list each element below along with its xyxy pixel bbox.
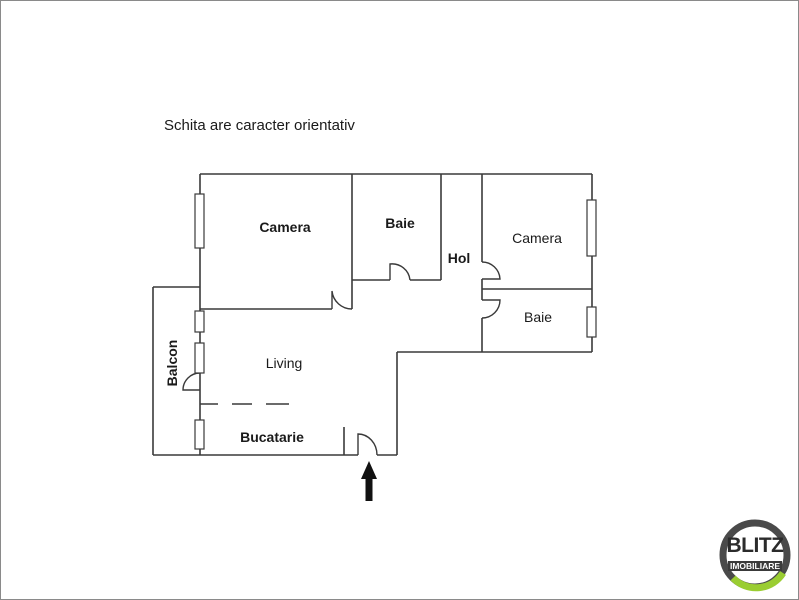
room-label-living: Living <box>266 355 303 371</box>
arrow-up-icon <box>361 461 377 501</box>
logo-accent-arc <box>730 570 786 592</box>
window-living-1 <box>194 310 205 333</box>
window-living-2 <box>194 342 205 374</box>
window-baie-2 <box>586 306 597 338</box>
door-camera-1 <box>331 290 353 310</box>
room-label-hol: Hol <box>448 250 471 266</box>
room-label-baie-1: Baie <box>385 215 415 231</box>
room-label-balcon: Balcon <box>164 340 180 387</box>
window-camera-2 <box>586 199 597 257</box>
window-camera-1 <box>194 193 205 249</box>
window-bucatarie <box>194 419 205 450</box>
room-label-camera-1: Camera <box>259 219 311 235</box>
room-label-baie-2: Baie <box>524 309 552 325</box>
door-balcon <box>182 372 201 391</box>
room-label-bucatarie: Bucatarie <box>240 429 304 445</box>
windows <box>194 193 597 450</box>
door-baie-1 <box>389 263 411 281</box>
plan-caption: Schita are caracter orientativ <box>164 117 355 134</box>
logo-brand: BLITZ <box>726 534 784 557</box>
doors <box>182 261 501 456</box>
brand-logo <box>719 519 791 592</box>
room-label-camera-2: Camera <box>512 230 562 246</box>
brand-logo-text: BLITZ IMOBILIARE <box>719 534 791 574</box>
door-entrance <box>357 433 378 456</box>
door-camera-2 <box>481 261 501 280</box>
logo-subtitle: IMOBILIARE <box>727 561 783 571</box>
door-baie-2 <box>481 299 501 319</box>
